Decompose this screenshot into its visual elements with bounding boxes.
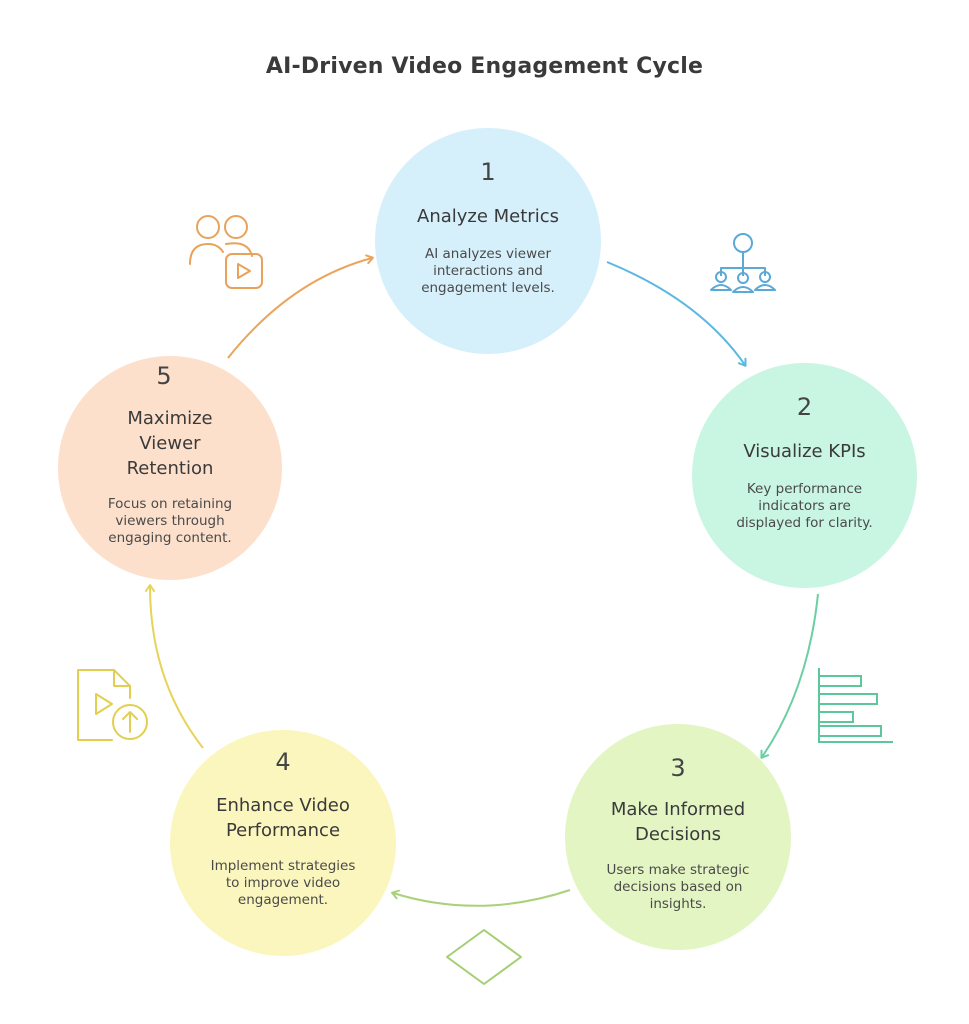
step-3-circle: 3 Make Informed Decisions Users make str… (565, 724, 791, 950)
arrow-2-to-3 (760, 593, 819, 759)
step-1-number: 1 (480, 158, 496, 186)
step-2-description: Key performance indicators are displayed… (736, 481, 873, 531)
viewers-video-icon (189, 215, 263, 289)
step-3-number: 3 (670, 754, 686, 782)
step-3-heading: Make Informed Decisions (610, 799, 746, 845)
step-5-number: 5 (156, 362, 172, 390)
diamond-icon (446, 929, 522, 985)
diagram-title: AI-Driven Video Engagement Cycle (265, 54, 704, 79)
step-4-heading: Enhance Video Performance (216, 795, 350, 841)
step-2-circle: 2 Visualize KPIs Key performance indicat… (692, 363, 917, 588)
arrow-5-to-1 (227, 254, 374, 359)
step-5-circle: 5 Maximize Viewer Retention Focus on ret… (58, 356, 282, 580)
step-5-heading: Maximize Viewer Retention (126, 408, 214, 479)
step-4-description: Implement strategies to improve video en… (210, 858, 356, 908)
step-3-description: Users make strategic decisions based on … (606, 862, 750, 912)
step-5-description: Focus on retaining viewers through engag… (107, 496, 233, 546)
arrow-4-to-5 (145, 584, 204, 749)
video-upload-icon (77, 669, 148, 741)
step-2-number: 2 (796, 393, 813, 421)
step-2-heading: Visualize KPIs (743, 441, 866, 462)
step-1-circle: 1 Analyze Metrics AI analyzes viewer int… (375, 128, 601, 354)
step-1-heading: Analyze Metrics (417, 206, 559, 227)
step-4-number: 4 (275, 748, 291, 776)
arrow-1-to-2 (606, 261, 747, 367)
step-4-circle: 4 Enhance Video Performance Implement st… (170, 730, 396, 956)
network-icon (710, 233, 776, 293)
arrow-3-to-4 (391, 889, 571, 907)
bar-chart-icon (818, 668, 893, 743)
step-1-description: AI analyzes viewer interactions and enga… (421, 246, 555, 296)
